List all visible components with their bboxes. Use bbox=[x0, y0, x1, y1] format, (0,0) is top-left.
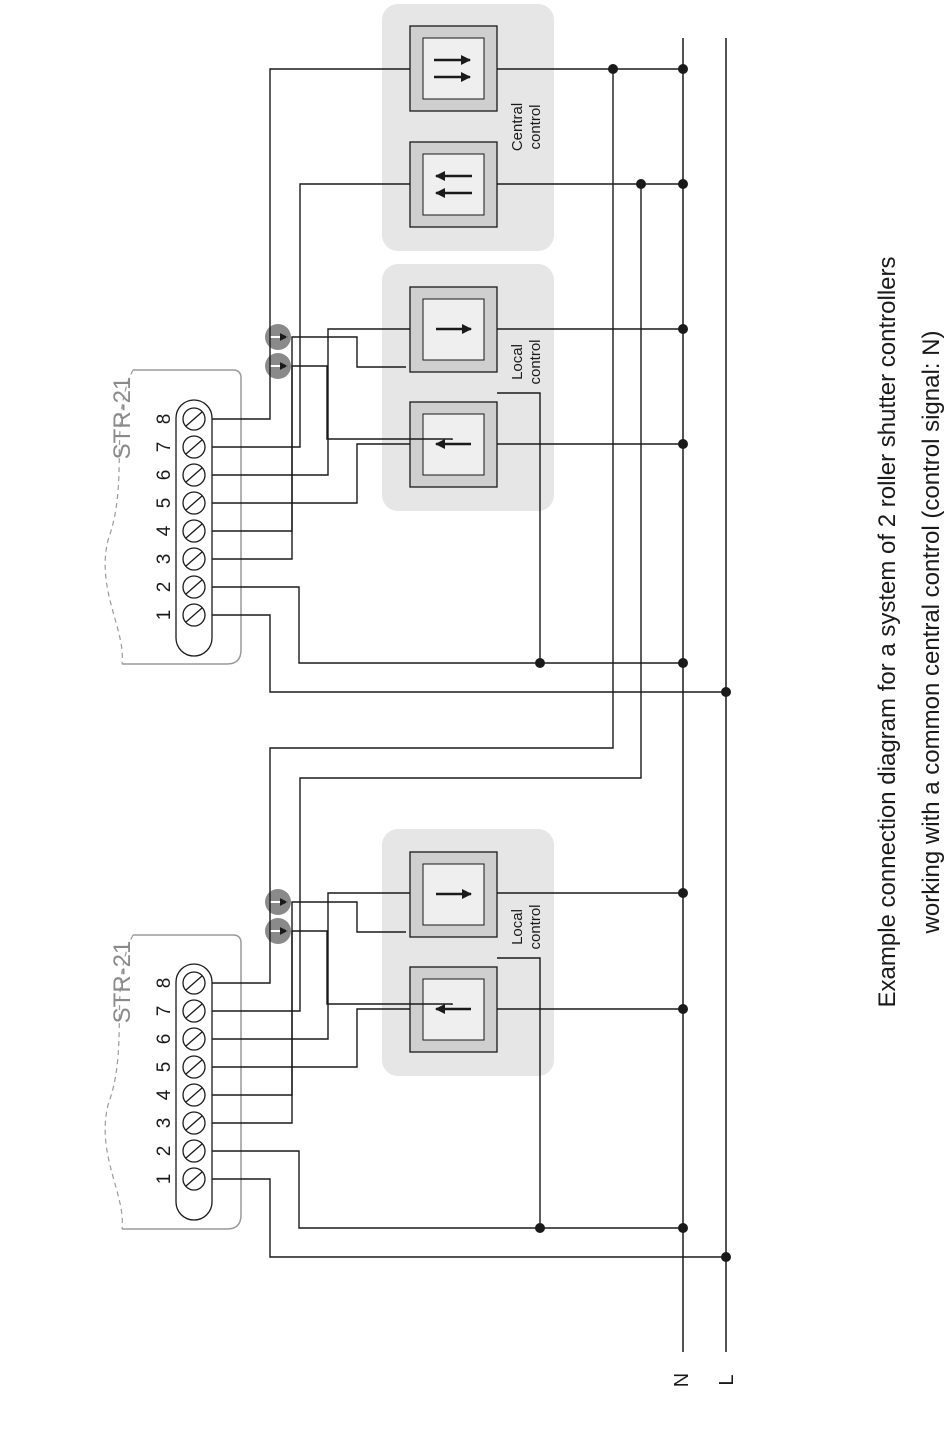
svg-text:7: 7 bbox=[154, 442, 175, 453]
terminal-number: 7 bbox=[154, 442, 175, 453]
svg-text:3: 3 bbox=[154, 1118, 175, 1129]
svg-text:STR-21: STR-21 bbox=[109, 377, 136, 460]
svg-text:STR-21: STR-21 bbox=[109, 941, 136, 1024]
svg-text:5: 5 bbox=[154, 498, 175, 509]
terminal-number: 5 bbox=[154, 1062, 175, 1073]
svg-text:2: 2 bbox=[154, 1146, 175, 1157]
controller-2: STR-21 1 2 3 4 5 6 7 8 Local bbox=[105, 829, 554, 1229]
terminal-number: 2 bbox=[154, 1146, 175, 1157]
svg-text:Central: Central bbox=[509, 103, 526, 151]
svg-text:8: 8 bbox=[154, 978, 175, 989]
local-control-label: Local control bbox=[509, 904, 544, 949]
terminal-number: 1 bbox=[154, 610, 175, 621]
terminal-number: 2 bbox=[154, 582, 175, 593]
svg-text:Local: Local bbox=[509, 344, 526, 380]
svg-text:5: 5 bbox=[154, 1062, 175, 1073]
terminal-number: 4 bbox=[154, 525, 175, 536]
caption-line-1: Example connection diagram for a system … bbox=[874, 257, 901, 1008]
device-label: STR-21 bbox=[109, 377, 136, 460]
svg-text:L: L bbox=[716, 1374, 738, 1385]
caption-line-2: working with a common central control (c… bbox=[918, 331, 945, 935]
svg-text:N: N bbox=[671, 1373, 693, 1387]
terminal-number: 1 bbox=[154, 1174, 175, 1185]
bus-label-l: L bbox=[716, 1374, 738, 1385]
local-up-button[interactable] bbox=[410, 402, 497, 487]
svg-text:Local: Local bbox=[509, 909, 526, 945]
terminal-number: 4 bbox=[154, 1089, 175, 1100]
svg-text:4: 4 bbox=[154, 525, 175, 536]
svg-text:1: 1 bbox=[154, 610, 175, 621]
svg-text:6: 6 bbox=[154, 1034, 175, 1045]
svg-text:3: 3 bbox=[154, 554, 175, 565]
terminal-number: 5 bbox=[154, 498, 175, 509]
svg-text:1: 1 bbox=[154, 1174, 175, 1185]
local-down-button[interactable] bbox=[410, 287, 497, 372]
terminal-number: 3 bbox=[154, 554, 175, 565]
local-control-label: Local control bbox=[509, 339, 544, 384]
svg-text:control: control bbox=[527, 104, 544, 149]
terminal-number: 8 bbox=[154, 414, 175, 425]
direction-badge-down bbox=[265, 889, 291, 915]
svg-text:control: control bbox=[527, 339, 544, 384]
terminal-number: 8 bbox=[154, 978, 175, 989]
controller-1: STR-21 1 2 3 4 5 6 7 8 bbox=[105, 264, 554, 664]
terminal-number: 6 bbox=[154, 1034, 175, 1045]
svg-text:2: 2 bbox=[154, 582, 175, 593]
terminal-number: 7 bbox=[154, 1006, 175, 1017]
central-control-label: Central control bbox=[509, 103, 544, 151]
local-up-button[interactable] bbox=[410, 967, 497, 1052]
device-label: STR-21 bbox=[109, 941, 136, 1024]
terminal-number: 6 bbox=[154, 470, 175, 481]
direction-badge-down bbox=[265, 353, 291, 379]
central-up-button[interactable] bbox=[410, 142, 497, 227]
direction-badge-down bbox=[265, 324, 291, 350]
caption: Example connection diagram for a system … bbox=[874, 257, 945, 1008]
bus-label-n: N bbox=[671, 1373, 693, 1387]
terminal-number: 3 bbox=[154, 1118, 175, 1129]
central-down-button[interactable] bbox=[410, 26, 497, 111]
svg-text:7: 7 bbox=[154, 1006, 175, 1017]
svg-text:control: control bbox=[527, 904, 544, 949]
direction-badge-down bbox=[265, 918, 291, 944]
svg-text:6: 6 bbox=[154, 470, 175, 481]
svg-text:4: 4 bbox=[154, 1089, 175, 1100]
svg-text:8: 8 bbox=[154, 414, 175, 425]
local-down-button[interactable] bbox=[410, 852, 497, 937]
central-control: Central control bbox=[382, 4, 554, 251]
